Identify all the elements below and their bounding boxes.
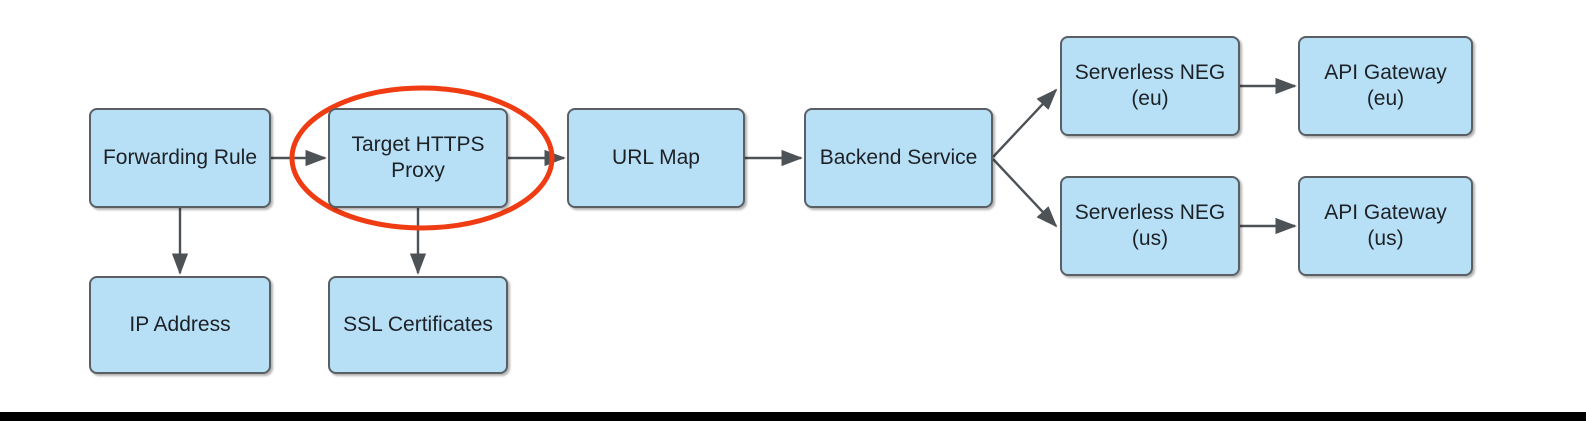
node-api-gateway-us[interactable]: API Gateway (us) — [1298, 176, 1473, 276]
node-target-https-proxy[interactable]: Target HTTPS Proxy — [328, 108, 508, 208]
node-forwarding-rule[interactable]: Forwarding Rule — [89, 108, 271, 208]
node-serverless-neg-us[interactable]: Serverless NEG (us) — [1060, 176, 1240, 276]
node-backend-service[interactable]: Backend Service — [804, 108, 993, 208]
node-ip-address[interactable]: IP Address — [89, 276, 271, 374]
edge-backend-service-to-serverless-neg-us — [992, 158, 1058, 228]
node-url-map[interactable]: URL Map — [567, 108, 745, 208]
node-serverless-neg-eu[interactable]: Serverless NEG (eu) — [1060, 36, 1240, 136]
proxy-highlight-ellipse — [289, 85, 555, 231]
node-ssl-certificates[interactable]: SSL Certificates — [328, 276, 508, 374]
bottom-bar — [0, 412, 1586, 421]
node-api-gateway-eu[interactable]: API Gateway (eu) — [1298, 36, 1473, 136]
edge-backend-service-to-serverless-neg-eu — [992, 88, 1058, 158]
